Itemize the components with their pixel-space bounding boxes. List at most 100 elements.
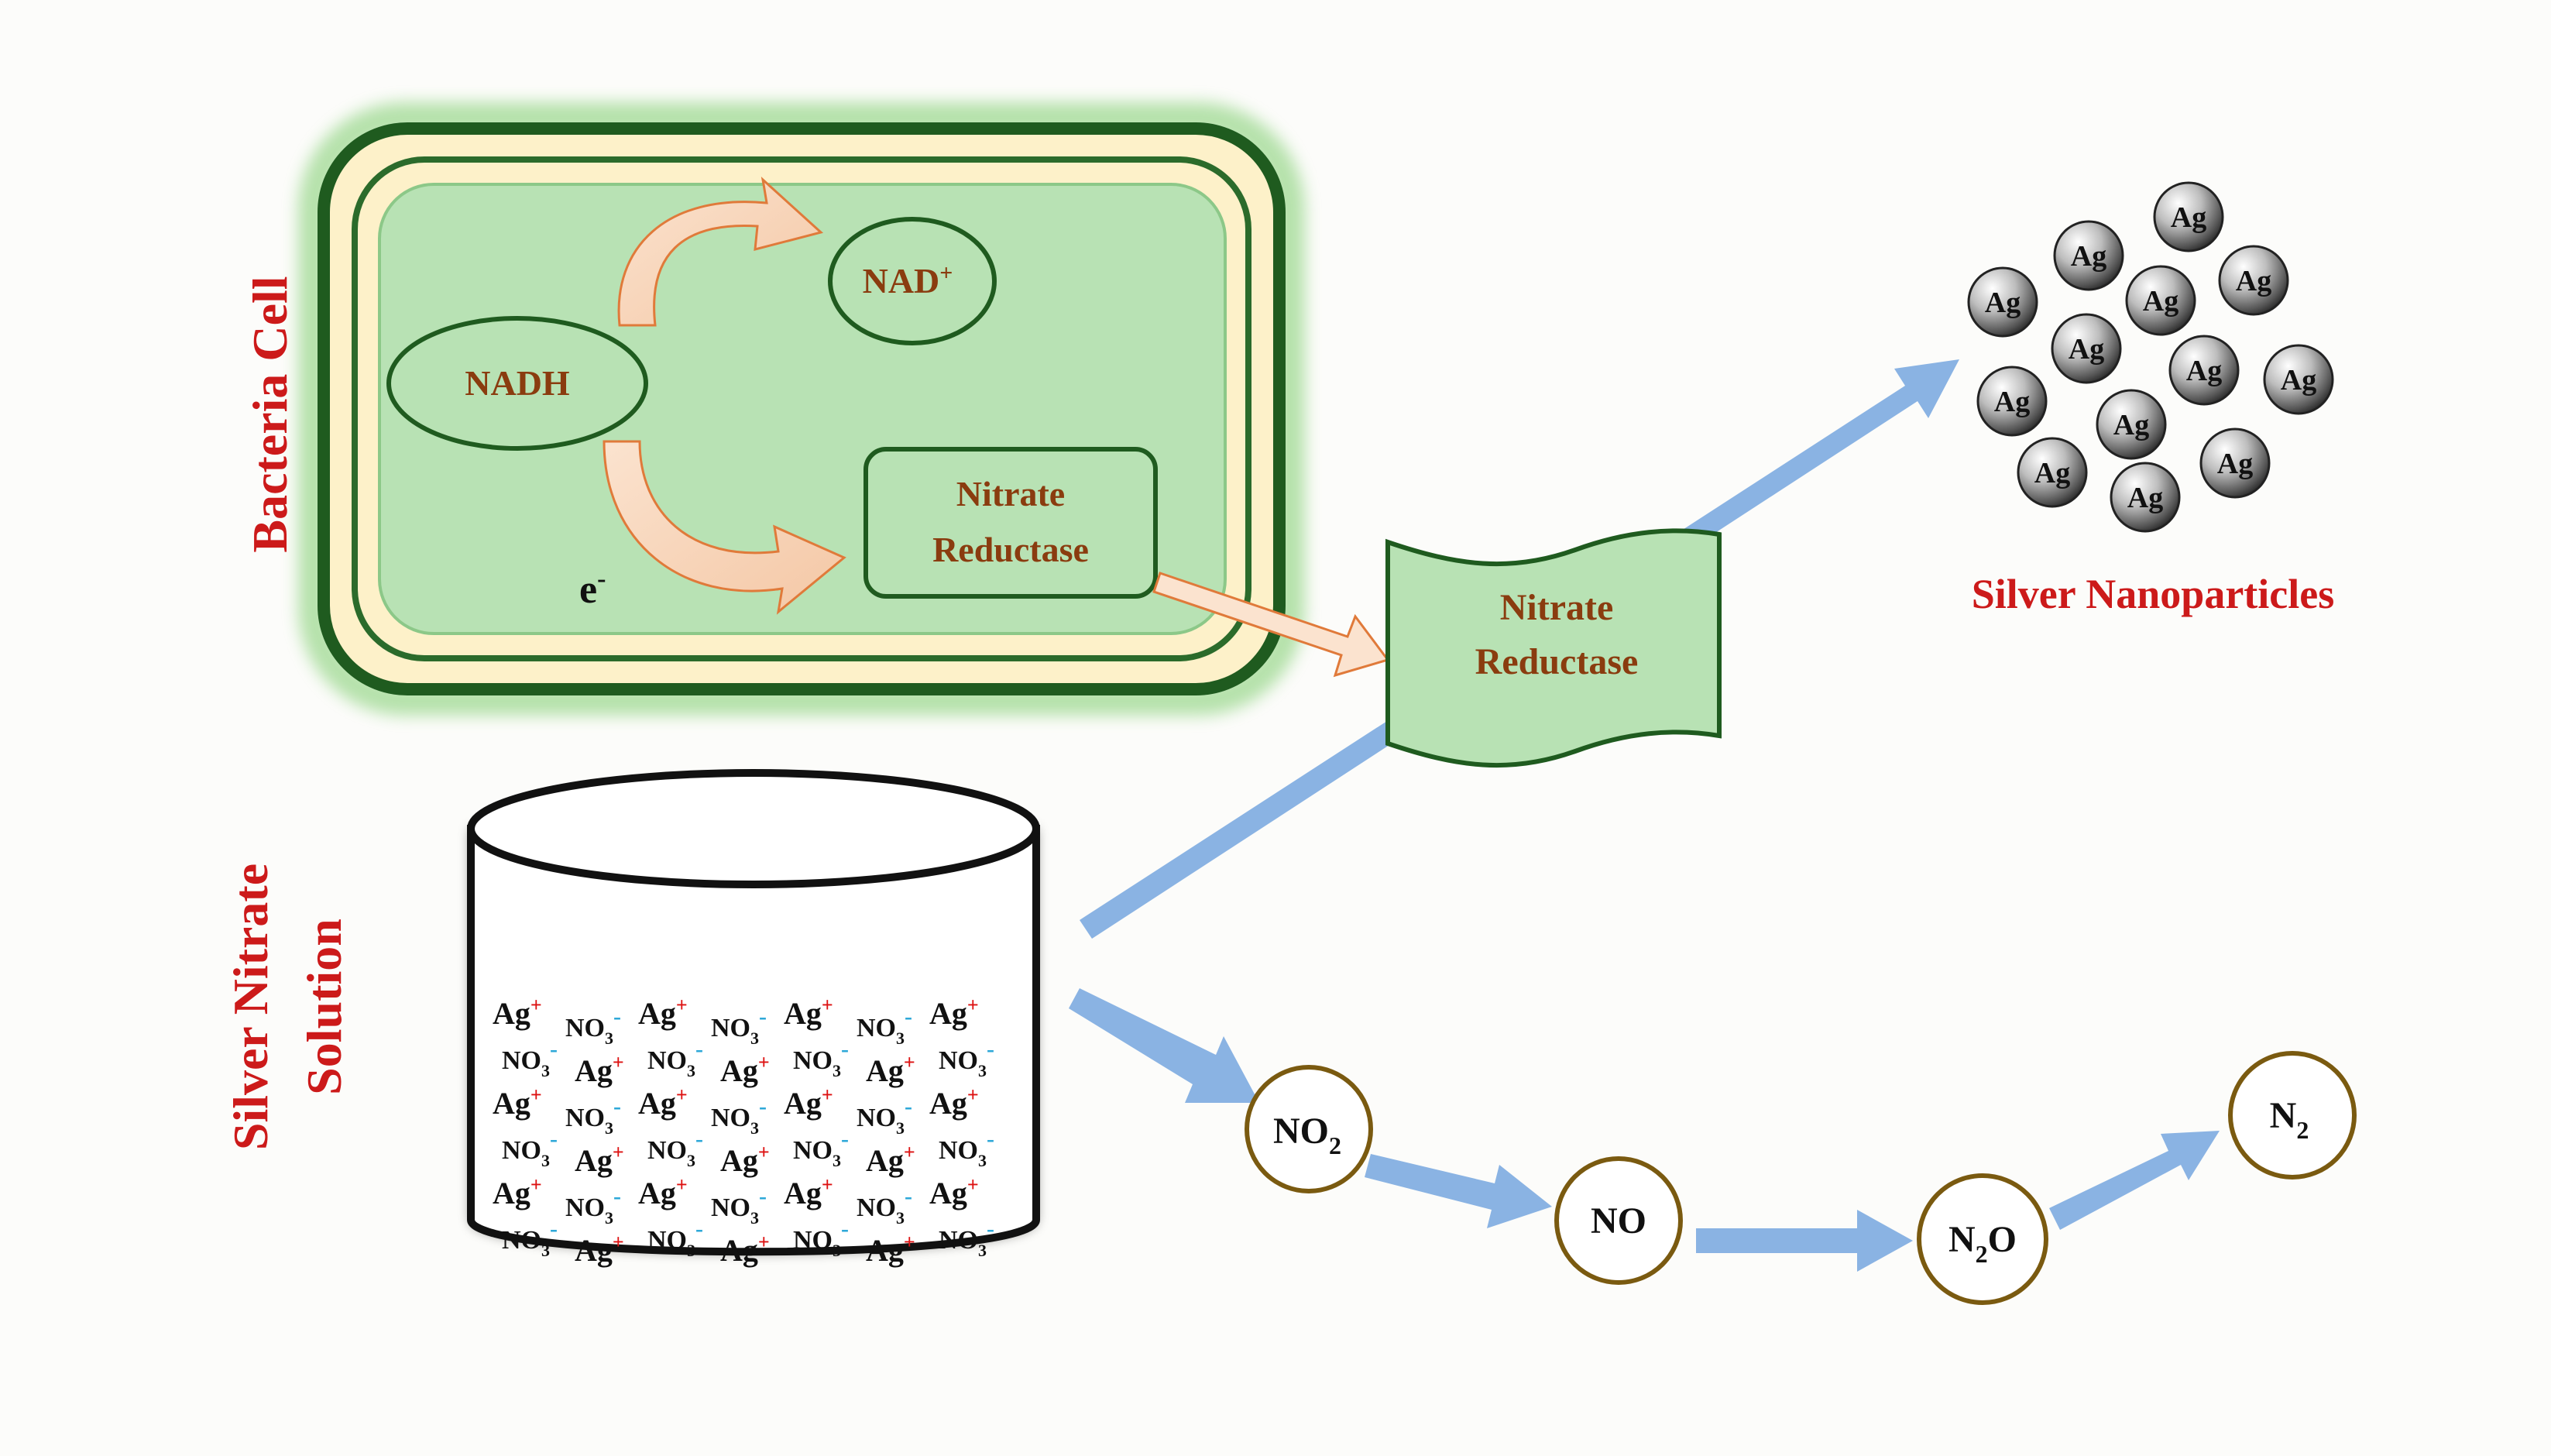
- nitrate-ion: NO3-: [647, 1036, 703, 1080]
- cell-enzyme-line2: Reductase: [932, 530, 1089, 569]
- silver-ion: Ag+: [720, 1231, 770, 1268]
- svg-text:Ag: Ag: [2186, 355, 2222, 387]
- n2-circle: [2228, 1051, 2357, 1180]
- silver-ion: Ag+: [866, 1141, 915, 1178]
- bacteria-cell-label: Bacteria Cell: [242, 276, 297, 552]
- nitrate-ion: NO3-: [939, 1126, 994, 1170]
- svg-text:Ag: Ag: [2217, 448, 2253, 480]
- solution-label-line2: Solution: [297, 919, 352, 1095]
- arrow-solution-to-no2: [1069, 988, 1259, 1103]
- nitrate-ion: NO3-: [502, 1036, 558, 1080]
- silver-ion: Ag+: [929, 1173, 979, 1210]
- silver-ion: Ag+: [784, 994, 833, 1031]
- silver-nanoparticle: Ag: [2168, 335, 2240, 406]
- silver-nanoparticle: Ag: [2218, 245, 2289, 316]
- pathway-circles: [1245, 1051, 2357, 1305]
- silver-ion: Ag+: [784, 1173, 833, 1210]
- nitrate-ion: NO3-: [565, 1094, 621, 1138]
- n2o-circle: [1917, 1173, 2048, 1305]
- electron-label: e-: [579, 565, 606, 612]
- flag-line1: Nitrate: [1500, 587, 1614, 628]
- nad-ellipse: [828, 217, 997, 345]
- silver-nanoparticle: Ag: [2263, 344, 2334, 415]
- nitrate-ion: NO3-: [793, 1216, 849, 1260]
- nitrate-ion: NO3-: [711, 1004, 767, 1048]
- silver-nanoparticle: Ag: [2153, 181, 2224, 252]
- nitrate-ion: NO3-: [647, 1126, 703, 1170]
- flag-line2: Reductase: [1475, 641, 1639, 682]
- cell-enzyme-line1: Nitrate: [956, 474, 1065, 513]
- silver-ion: Ag+: [493, 994, 542, 1031]
- nitrate-ion: NO3-: [939, 1036, 994, 1080]
- nitrate-ion: NO3-: [793, 1036, 849, 1080]
- silver-ion: Ag+: [784, 1083, 833, 1121]
- silver-ion: Ag+: [493, 1083, 542, 1121]
- silver-nanoparticle: Ag: [2125, 265, 2196, 336]
- n2-label: N2: [2270, 1095, 2309, 1144]
- silver-nitrate-container: [467, 769, 1040, 1256]
- silver-nanoparticle: Ag: [1976, 366, 2048, 437]
- nitrate-ion: NO3-: [711, 1094, 767, 1138]
- cell-enzyme-box: [863, 447, 1158, 599]
- nitrate-ion: NO3-: [857, 1094, 912, 1138]
- nitrate-ion: NO3-: [939, 1216, 994, 1260]
- electron-transfer-arrows: [603, 176, 846, 615]
- svg-text:Ag: Ag: [2071, 240, 2106, 273]
- svg-text:Ag: Ag: [2034, 457, 2070, 489]
- nitrate-ion: NO3-: [857, 1183, 912, 1228]
- enzyme-flag: [1385, 528, 1722, 768]
- nitrate-ion: NO3-: [502, 1126, 558, 1170]
- arrow-no-to-n2o: [1696, 1210, 1913, 1272]
- no2-circle: [1245, 1065, 1373, 1193]
- silver-ion: Ag+: [929, 994, 979, 1031]
- silver-ion: Ag+: [638, 1083, 688, 1121]
- silver-nanoparticle: Ag: [2096, 389, 2167, 460]
- svg-text:Ag: Ag: [2127, 482, 2163, 514]
- nadh-ellipse: [386, 316, 648, 451]
- no2-label: NO2: [1273, 1111, 1341, 1159]
- silver-ion: Ag+: [575, 1051, 624, 1088]
- silver-nanoparticle: Ag: [2053, 220, 2124, 291]
- nitrate-ion: NO3-: [793, 1126, 849, 1170]
- arrow-nadh-to-nad: [617, 176, 824, 327]
- arrow-nadh-to-enzyme: [603, 440, 846, 615]
- silver-ion: Ag+: [720, 1051, 770, 1088]
- silver-ion: Ag+: [638, 994, 688, 1031]
- solution-label-line1: Silver Nitrate: [223, 864, 278, 1150]
- silver-nanoparticle: Ag: [2199, 428, 2271, 499]
- silver-nanoparticle: Ag: [2051, 313, 2122, 384]
- no-circle: [1554, 1156, 1683, 1285]
- enzyme-release-arrow: [1152, 572, 1390, 678]
- svg-text:Ag: Ag: [2113, 409, 2149, 441]
- svg-text:Ag: Ag: [2281, 364, 2316, 397]
- nadh-label: NADH: [465, 363, 570, 403]
- nitrate-ion: NO3-: [647, 1216, 703, 1260]
- nitrate-ion: NO3-: [711, 1183, 767, 1228]
- no-label: NO: [1591, 1200, 1646, 1241]
- silver-ion: Ag+: [575, 1231, 624, 1268]
- svg-text:Ag: Ag: [1985, 287, 2021, 319]
- silver-ion: Ag+: [720, 1141, 770, 1178]
- nad-label: NAD+: [863, 260, 953, 300]
- svg-text:Ag: Ag: [2069, 333, 2104, 366]
- arrow-no2-to-no: [1365, 1154, 1552, 1228]
- nitrate-ion: NO3-: [565, 1183, 621, 1228]
- silver-ion: Ag+: [493, 1173, 542, 1210]
- nitrate-ion: NO3-: [502, 1216, 558, 1260]
- silver-nanoparticle: Ag: [2017, 437, 2088, 508]
- svg-text:Ag: Ag: [2236, 265, 2271, 297]
- svg-text:Ag: Ag: [1994, 386, 2030, 418]
- silver-ion: Ag+: [929, 1083, 979, 1121]
- svg-text:Ag: Ag: [2171, 201, 2206, 234]
- silver-ion: Ag+: [638, 1173, 688, 1210]
- ion-grid: Ag+NO3-Ag+NO3-Ag+NO3-Ag+NO3-Ag+NO3-Ag+NO…: [493, 994, 994, 1268]
- silver-nanoparticle: Ag: [1967, 266, 2038, 338]
- silver-ion: Ag+: [866, 1231, 915, 1268]
- nitrate-ion: NO3-: [565, 1004, 621, 1048]
- silver-ion: Ag+: [575, 1141, 624, 1178]
- nitrate-ion: NO3-: [857, 1004, 912, 1048]
- silver-ion: Ag+: [866, 1051, 915, 1088]
